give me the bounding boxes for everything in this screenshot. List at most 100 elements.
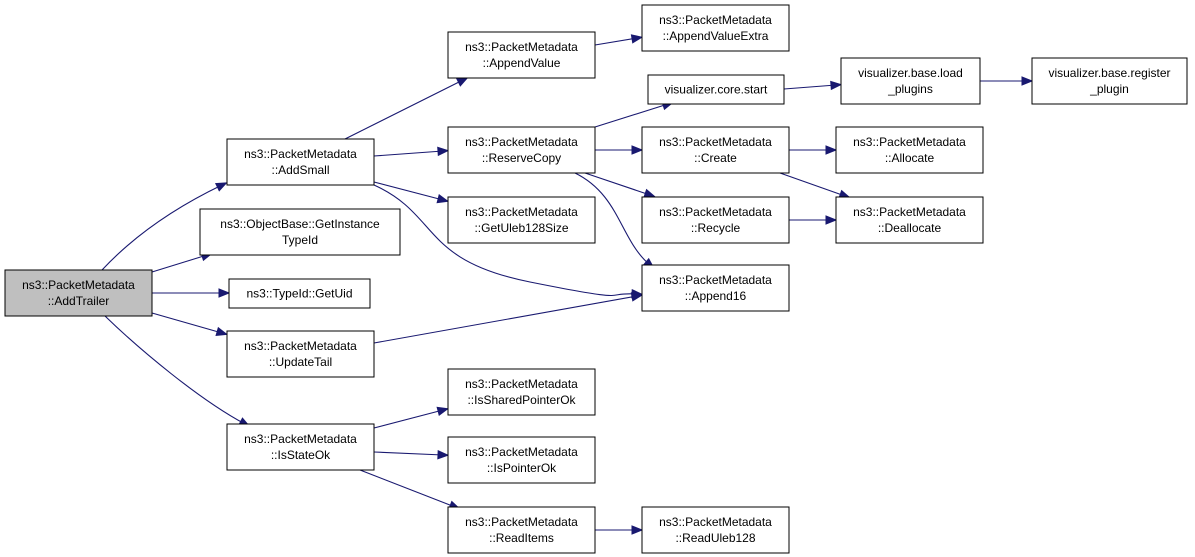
node-UpdateTail[interactable]: ns3::PacketMetadata::UpdateTail xyxy=(226,330,375,378)
node-box[interactable] xyxy=(840,57,981,105)
edge-ReserveCopy-to-Recycle xyxy=(584,172,657,198)
node-box[interactable] xyxy=(226,138,375,186)
node-ReadUleb128[interactable]: ns3::PacketMetadata::ReadUleb128 xyxy=(641,506,790,554)
edge-AddTrailer-to-GetInstanceTypeId xyxy=(151,252,214,273)
edge-line xyxy=(104,315,246,425)
edge-line xyxy=(373,181,444,201)
nodes-layer: ns3::PacketMetadata::AddTrailerns3::Pack… xyxy=(4,4,1188,554)
edge-line xyxy=(783,84,837,90)
node-label-line: ns3::PacketMetadata xyxy=(244,147,357,161)
node-box[interactable] xyxy=(641,196,790,244)
edge-CoreStart-to-LoadPlugins xyxy=(783,80,843,91)
node-label-line: ::AppendValueExtra xyxy=(663,29,769,43)
node-AddSmall[interactable]: ns3::PacketMetadata::AddSmall xyxy=(226,138,375,186)
arrowhead-icon xyxy=(436,406,450,416)
node-box[interactable] xyxy=(641,126,790,174)
node-label-line: ns3::PacketMetadata xyxy=(465,445,578,459)
node-Append16[interactable]: ns3::PacketMetadata::Append16 xyxy=(641,264,790,312)
node-box[interactable] xyxy=(1031,57,1188,105)
edge-IsStateOk-to-IsPointerOk xyxy=(373,450,450,460)
node-label-line: ns3::ObjectBase::GetInstance xyxy=(220,217,380,231)
node-label-line: _plugins xyxy=(887,82,933,96)
root-node-box[interactable] xyxy=(4,269,153,317)
node-IsSharedPointerOk[interactable]: ns3::PacketMetadata::IsSharedPointerOk xyxy=(447,368,596,416)
node-LoadPlugins[interactable]: visualizer.base.load _plugins xyxy=(840,57,981,105)
arrowhead-icon xyxy=(214,182,228,192)
arrowhead-icon xyxy=(631,145,644,155)
edge-line xyxy=(344,79,464,140)
node-RegisterPlugin[interactable]: visualizer.base.register_plugin xyxy=(1031,57,1188,105)
node-label-line: _plugin xyxy=(1089,82,1129,96)
node-box[interactable] xyxy=(447,506,596,554)
node-box[interactable] xyxy=(835,196,984,244)
node-GetUid[interactable]: ns3::TypeId::GetUid xyxy=(228,278,371,309)
node-box[interactable] xyxy=(641,506,790,554)
node-box[interactable] xyxy=(226,330,375,378)
node-IsStateOk[interactable]: ns3::PacketMetadata::IsStateOk xyxy=(226,423,375,471)
arrowhead-icon xyxy=(437,450,450,460)
node-label-line: ns3::PacketMetadata xyxy=(465,135,578,149)
node-GetUleb128Size[interactable]: ns3::PacketMetadata::GetUleb128Size xyxy=(447,196,596,244)
node-box[interactable] xyxy=(447,436,596,484)
node-box[interactable] xyxy=(835,126,984,174)
node-box[interactable] xyxy=(228,278,371,309)
node-label-line: ns3::PacketMetadata xyxy=(22,278,135,292)
node-label-line: ::ReadItems xyxy=(489,531,554,545)
node-ReadItems[interactable]: ns3::PacketMetadata::ReadItems xyxy=(447,506,596,554)
node-label-line: ::Append16 xyxy=(685,289,747,303)
node-label-line: ns3::PacketMetadata xyxy=(853,135,966,149)
node-box[interactable] xyxy=(641,264,790,312)
node-Create[interactable]: ns3::PacketMetadata::Create xyxy=(641,126,790,174)
node-box[interactable] xyxy=(647,74,785,105)
node-box[interactable] xyxy=(447,126,596,174)
node-Recycle[interactable]: ns3::PacketMetadata::Recycle xyxy=(641,196,790,244)
node-Deallocate[interactable]: ns3::PacketMetadata::Deallocate xyxy=(835,196,984,244)
node-AppendValueExtra[interactable]: ns3::PacketMetadata::AppendValueExtra xyxy=(641,4,790,52)
node-label-line: ns3::PacketMetadata xyxy=(659,515,772,529)
arrowhead-icon xyxy=(825,145,838,155)
edge-ReadItems-to-ReadUleb128 xyxy=(595,525,644,535)
node-label-line: ::IsStateOk xyxy=(271,448,331,462)
edge-line xyxy=(373,295,638,344)
node-label-line: ::Allocate xyxy=(885,151,935,165)
node-label-line: ns3::PacketMetadata xyxy=(659,273,772,287)
node-AddTrailer[interactable]: ns3::PacketMetadata::AddTrailer xyxy=(4,269,153,317)
arrowhead-icon xyxy=(630,34,644,44)
arrowhead-icon xyxy=(830,80,843,91)
node-box[interactable] xyxy=(226,423,375,471)
edge-AppendValue-to-AppendValueExtra xyxy=(594,34,644,46)
node-label-line: ns3::PacketMetadata xyxy=(465,40,578,54)
node-box[interactable] xyxy=(447,31,596,79)
node-label-line: ns3::PacketMetadata xyxy=(659,135,772,149)
node-label-line: ns3::PacketMetadata xyxy=(465,515,578,529)
node-label-line: ::IsSharedPointerOk xyxy=(467,393,576,407)
node-box[interactable] xyxy=(447,368,596,416)
edge-AddTrailer-to-UpdateTail xyxy=(151,312,229,337)
node-CoreStart[interactable]: visualizer.core.start xyxy=(647,74,785,105)
node-label-line: ::ReserveCopy xyxy=(482,151,561,165)
edge-AddSmall-to-GetUleb128Size xyxy=(373,181,450,204)
node-box[interactable] xyxy=(641,4,790,52)
arrowhead-icon xyxy=(643,188,657,198)
node-box[interactable] xyxy=(199,208,401,256)
node-box[interactable] xyxy=(447,196,596,244)
node-ReserveCopy[interactable]: ns3::PacketMetadata::ReserveCopy xyxy=(447,126,596,174)
node-label-line: ns3::PacketMetadata xyxy=(465,377,578,391)
edge-line xyxy=(151,254,208,273)
node-label-line: ::AppendValue xyxy=(483,56,561,70)
node-AppendValue[interactable]: ns3::PacketMetadata::AppendValue xyxy=(447,31,596,79)
edge-Create-to-Allocate xyxy=(789,145,838,155)
node-label-line: ::Recycle xyxy=(691,221,741,235)
edge-Create-to-Deallocate xyxy=(779,172,851,199)
node-label-line: ::Create xyxy=(694,151,737,165)
edge-line xyxy=(779,172,846,197)
arrowhead-icon xyxy=(218,288,231,298)
node-IsPointerOk[interactable]: ns3::PacketMetadata::IsPointerOk xyxy=(447,436,596,484)
arrowhead-icon xyxy=(825,215,838,225)
node-label-line: ::ReadUleb128 xyxy=(675,531,755,545)
edge-line xyxy=(359,469,456,508)
node-label-line: visualizer.base.load xyxy=(858,66,963,80)
node-Allocate[interactable]: ns3::PacketMetadata::Allocate xyxy=(835,126,984,174)
edges-layer xyxy=(101,34,1034,535)
